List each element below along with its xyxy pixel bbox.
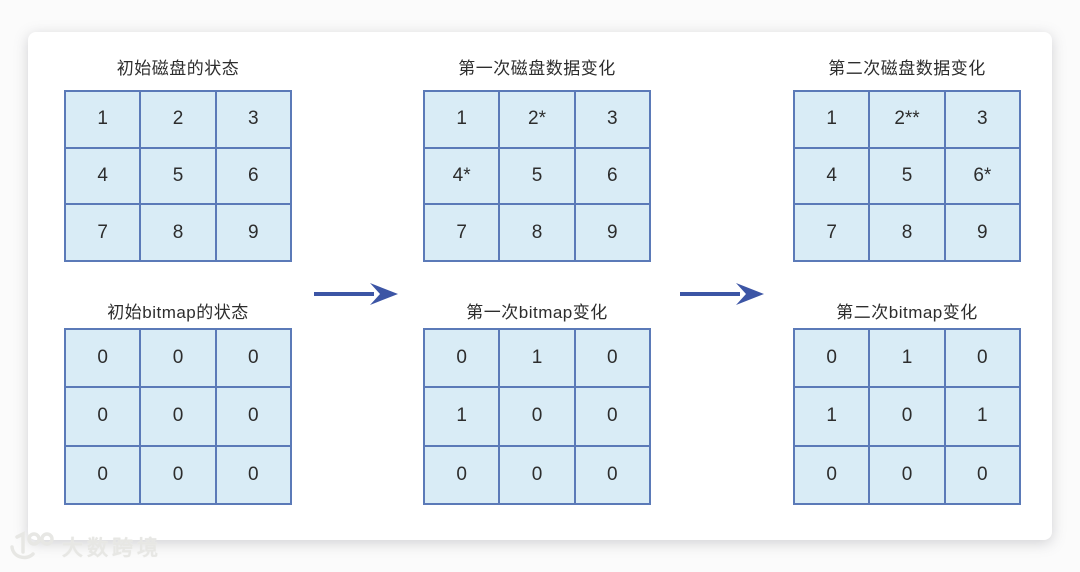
column-first-change: 第一次磁盘数据变化 1 2* 3 4* 5 6 7 8 9 第一次bitmap变… <box>423 32 651 540</box>
disk-cell: 9 <box>574 204 650 261</box>
bitmap-cell: 0 <box>574 445 650 504</box>
bitmap-cell: 1 <box>794 387 870 446</box>
disk-cell: 6 <box>215 147 291 205</box>
disk-cell: 8 <box>140 204 216 261</box>
disk-cell: 2 <box>140 91 216 148</box>
bitmap-cell: 0 <box>215 387 291 446</box>
disk-cell: 5 <box>140 147 216 205</box>
disk-cell: 1 <box>794 91 870 148</box>
watermark: 大数跨境 <box>8 530 162 564</box>
disk-grid: 1 2** 3 4 5 6* 7 8 9 <box>793 90 1021 262</box>
disk-cell: 4 <box>65 147 141 205</box>
bitmap-cell: 0 <box>499 445 575 504</box>
disk-cell: 1 <box>65 91 141 148</box>
bitmap-cell: 0 <box>65 445 141 504</box>
bitmap-cell: 1 <box>424 387 500 446</box>
disk-cell: 8 <box>499 204 575 261</box>
disk-cell: 1 <box>424 91 500 148</box>
disk-grid: 1 2 3 4 5 6 7 8 9 <box>64 90 292 262</box>
disk-grid-title: 初始磁盘的状态 <box>116 59 240 78</box>
disk-grid-title: 第二次磁盘数据变化 <box>828 59 986 78</box>
disk-cell: 5 <box>869 147 945 205</box>
disk-cell: 2** <box>869 91 945 148</box>
bitmap-cell: 0 <box>140 329 216 388</box>
bitmap-cell: 0 <box>424 445 500 504</box>
bitmap-cell: 0 <box>215 445 291 504</box>
bitmap-cell: 0 <box>140 445 216 504</box>
bitmap-grid-title: 第一次bitmap变化 <box>466 303 608 322</box>
bitmap-cell: 0 <box>794 445 870 504</box>
bitmap-cell: 0 <box>65 329 141 388</box>
disk-cell: 5 <box>499 147 575 205</box>
bitmap-cell: 1 <box>499 329 575 388</box>
disk-cell: 6* <box>944 147 1020 205</box>
arrow-right-icon <box>314 283 398 305</box>
disk-cell: 2* <box>499 91 575 148</box>
column-initial-state: 初始磁盘的状态 1 2 3 4 5 6 7 8 9 初始bitmap的状态 0 … <box>64 32 292 540</box>
disk-cell: 8 <box>869 204 945 261</box>
bitmap-cell: 0 <box>869 445 945 504</box>
bitmap-cell: 0 <box>574 387 650 446</box>
disk-grid: 1 2* 3 4* 5 6 7 8 9 <box>423 90 651 262</box>
arrow-right-icon <box>680 283 764 305</box>
bitmap-cell: 0 <box>944 445 1020 504</box>
bitmap-cell: 1 <box>869 329 945 388</box>
disk-cell: 7 <box>424 204 500 261</box>
bitmap-grid: 0 1 0 1 0 1 0 0 0 <box>793 328 1021 505</box>
disk-cell: 7 <box>65 204 141 261</box>
bitmap-grid-title: 第二次bitmap变化 <box>836 303 978 322</box>
disk-cell: 3 <box>215 91 291 148</box>
bitmap-cell: 0 <box>869 387 945 446</box>
watermark-logo-icon <box>10 531 54 560</box>
disk-cell: 4* <box>424 147 500 205</box>
bitmap-cell: 0 <box>424 329 500 388</box>
diagram-card: 初始磁盘的状态 1 2 3 4 5 6 7 8 9 初始bitmap的状态 0 … <box>28 32 1052 540</box>
bitmap-cell: 0 <box>65 387 141 446</box>
disk-cell: 9 <box>215 204 291 261</box>
column-second-change: 第二次磁盘数据变化 1 2** 3 4 5 6* 7 8 9 第二次bitmap… <box>793 32 1021 540</box>
disk-cell: 3 <box>944 91 1020 148</box>
bitmap-cell: 0 <box>944 329 1020 388</box>
watermark-text: 大数跨境 <box>62 537 162 560</box>
bitmap-grid: 0 0 0 0 0 0 0 0 0 <box>64 328 292 505</box>
disk-cell: 3 <box>574 91 650 148</box>
bitmap-grid-title: 初始bitmap的状态 <box>107 303 249 322</box>
disk-cell: 9 <box>944 204 1020 261</box>
disk-cell: 4 <box>794 147 870 205</box>
disk-grid-title: 第一次磁盘数据变化 <box>458 59 616 78</box>
bitmap-cell: 0 <box>499 387 575 446</box>
disk-cell: 7 <box>794 204 870 261</box>
bitmap-cell: 0 <box>215 329 291 388</box>
bitmap-cell: 0 <box>140 387 216 446</box>
bitmap-cell: 0 <box>574 329 650 388</box>
disk-cell: 6 <box>574 147 650 205</box>
bitmap-cell: 1 <box>944 387 1020 446</box>
bitmap-grid: 0 1 0 1 0 0 0 0 0 <box>423 328 651 505</box>
bitmap-cell: 0 <box>794 329 870 388</box>
